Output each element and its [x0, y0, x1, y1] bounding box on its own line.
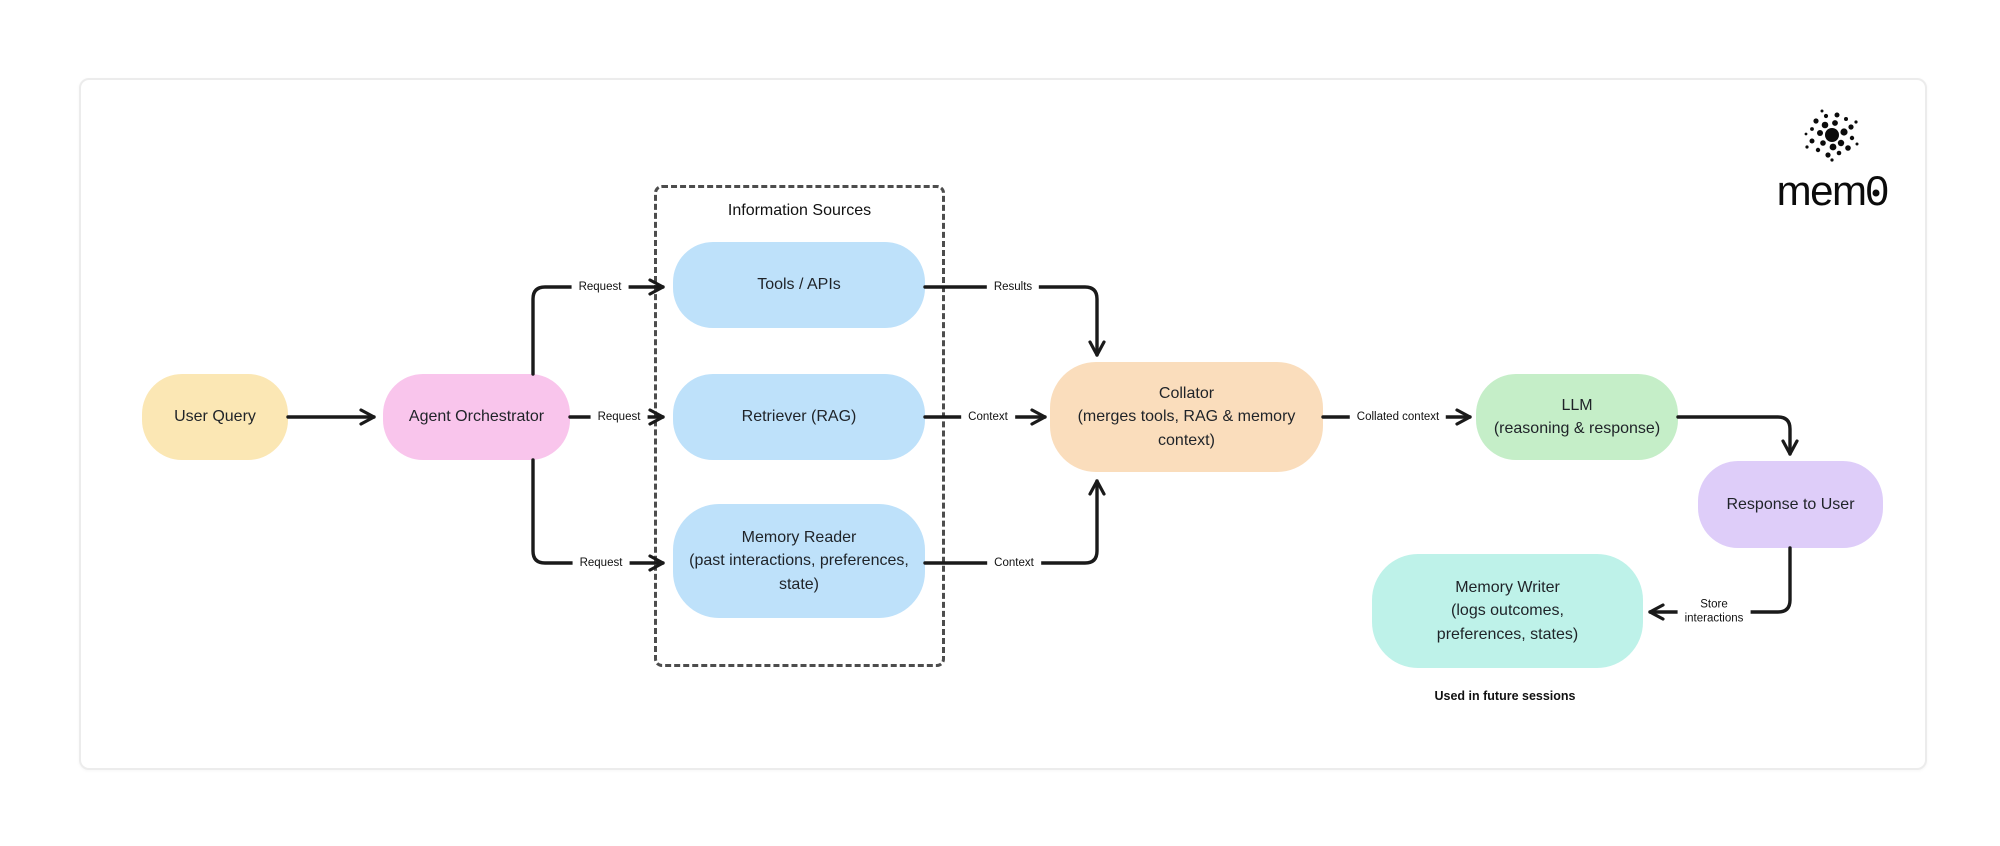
node-tools-apis: Tools / APIs	[673, 242, 925, 328]
edge-label-store-interactions: Store interactions	[1677, 595, 1751, 629]
node-memory-writer: Memory Writer (logs outcomes, preference…	[1372, 554, 1643, 668]
mem0-dots-icon	[1804, 109, 1859, 162]
logo-text-mem: mem	[1776, 167, 1867, 214]
node-agent-orchestrator: Agent Orchestrator	[383, 374, 570, 460]
edge-label-results: Results	[986, 277, 1040, 297]
edge-label-request-top: Request	[571, 277, 629, 297]
edge-label-collated-context: Collated context	[1349, 407, 1447, 427]
edge-label-context-mid: Context	[961, 407, 1015, 427]
information-sources-group	[654, 185, 945, 667]
mem0-logo: mem0	[1762, 104, 1902, 214]
logo-text-zero: 0	[1865, 167, 1888, 214]
node-collator: Collator (merges tools, RAG & memory con…	[1050, 362, 1323, 472]
information-sources-title: Information Sources	[727, 202, 872, 219]
caption-used-in-future-sessions: Used in future sessions	[1434, 689, 1576, 703]
edge-label-request-bottom: Request	[572, 553, 630, 573]
node-user-query: User Query	[142, 374, 288, 460]
node-retriever-rag: Retriever (RAG)	[673, 374, 925, 460]
node-response-to-user: Response to User	[1698, 461, 1883, 548]
node-llm: LLM (reasoning & response)	[1476, 374, 1678, 460]
edge-label-context-bottom: Context	[987, 553, 1041, 573]
edge-label-request-mid: Request	[590, 407, 648, 427]
node-memory-reader: Memory Reader (past interactions, prefer…	[673, 504, 925, 618]
mem0-logo-text: mem0	[1762, 167, 1902, 214]
